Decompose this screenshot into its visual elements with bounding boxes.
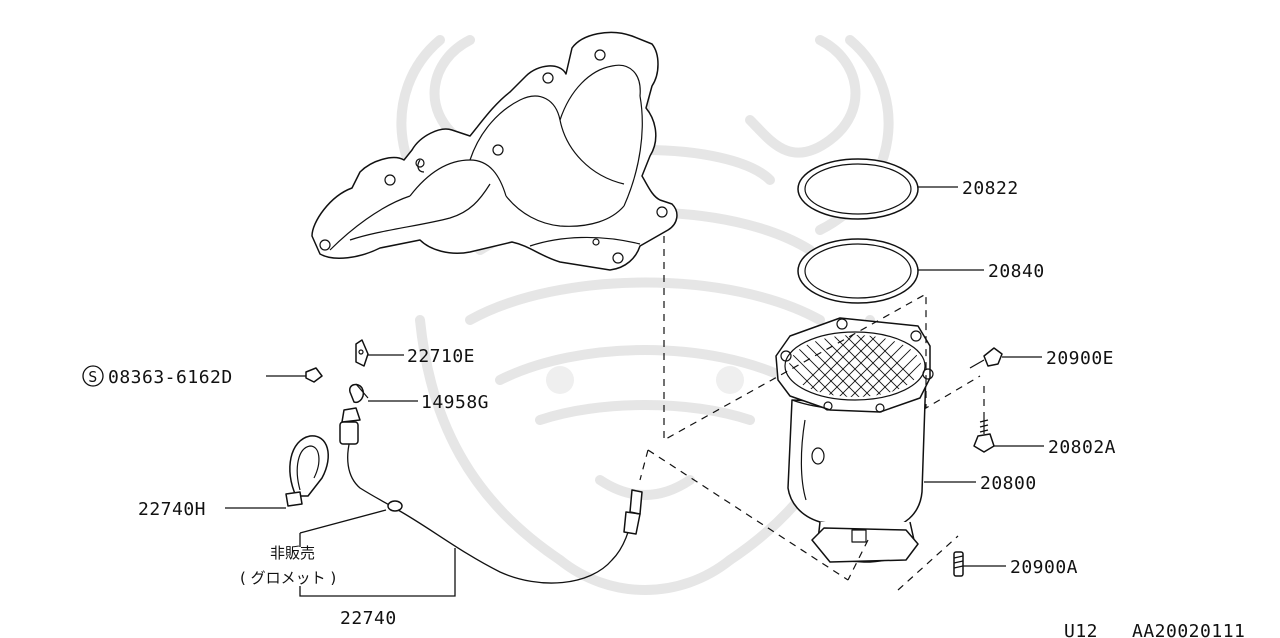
standard-part-symbol: S — [82, 365, 104, 387]
bolt-20900A — [953, 551, 964, 577]
label-22710E: 22710E — [407, 346, 475, 367]
label-22740H: 22740H — [138, 499, 206, 520]
label-14958G: 14958G — [421, 392, 489, 413]
gasket-20822 — [797, 158, 919, 220]
bolt-20900E — [969, 347, 1003, 369]
label-20900A: 20900A — [1010, 557, 1078, 578]
label-20840: 20840 — [988, 261, 1045, 282]
footer-page-code: U12 — [1064, 621, 1098, 638]
label-20900E: 20900E — [1046, 348, 1114, 369]
cable-tie-22740H — [285, 435, 329, 507]
leader-lines — [225, 186, 1044, 597]
label-20800: 20800 — [980, 473, 1037, 494]
gasket-20840 — [797, 238, 919, 304]
assembly-dash-lines — [639, 236, 985, 591]
oxygen-sensor-harness — [339, 407, 643, 584]
bolt-08363 — [305, 367, 323, 383]
label-grommet: ( グロメット ) — [240, 569, 336, 587]
label-08363-6162D: 08363-6162D — [108, 367, 233, 388]
label-20822: 20822 — [962, 178, 1019, 199]
label-not-for-sale: 非販売 — [270, 544, 315, 562]
standard-part-symbol-letter: S — [88, 368, 98, 386]
exhaust-manifold — [311, 31, 678, 271]
footer-doc-code: AA20020111 — [1132, 621, 1245, 638]
clip-22710E — [355, 339, 369, 367]
bolt-20802A — [973, 418, 995, 453]
clamp-14958G — [349, 383, 369, 404]
label-22740: 22740 — [340, 608, 397, 629]
label-20802A: 20802A — [1048, 437, 1116, 458]
catalytic-converter — [775, 317, 934, 563]
